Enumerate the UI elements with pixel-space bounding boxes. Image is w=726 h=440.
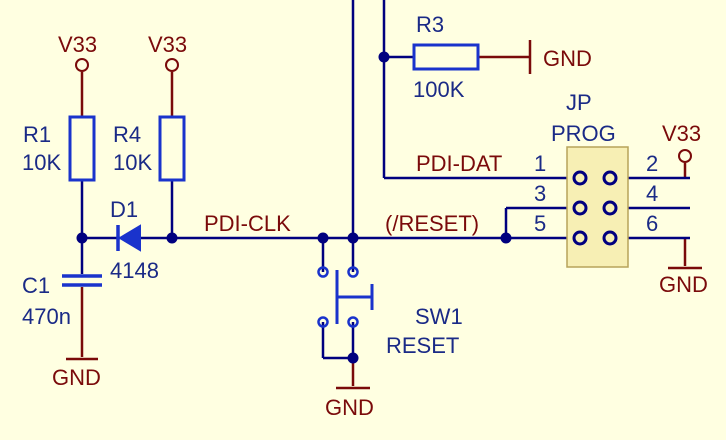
v33-jp-symbol	[678, 149, 692, 163]
gnd-sw1-label: GND	[325, 395, 374, 420]
junction-sw1-right	[347, 232, 359, 244]
jp-pin-3: 3	[534, 181, 546, 206]
junction-reset	[500, 232, 512, 244]
sw1-value: RESET	[386, 333, 459, 358]
r4-designator: R4	[113, 122, 141, 147]
net-pdi-clk-label: PDI-CLK	[204, 211, 291, 236]
c1-capacitor-symbol	[62, 274, 102, 287]
junction-r1-c1	[76, 232, 88, 244]
net-pdi-dat-label: PDI-DAT	[416, 151, 502, 176]
c1-value: 470n	[22, 304, 71, 329]
v33-r4-label: V33	[148, 32, 187, 57]
junctions	[76, 51, 512, 364]
d1-designator: D1	[110, 197, 138, 222]
gnd-jp-label: GND	[659, 272, 708, 297]
c1-designator: C1	[22, 273, 50, 298]
d1-value: 4148	[110, 258, 159, 283]
v33-r1-symbol	[75, 58, 89, 72]
r1-resistor-body	[68, 115, 96, 182]
r3-resistor-body	[412, 43, 480, 71]
d1-diode-symbol	[116, 224, 141, 252]
sw1-designator: SW1	[415, 304, 463, 329]
jp-pin-4: 4	[646, 181, 658, 206]
jp-pin-5: 5	[534, 211, 546, 236]
r1-designator: R1	[23, 122, 51, 147]
r4-value: 10K	[113, 150, 152, 175]
v33-r1-label: V33	[58, 32, 97, 57]
r1-value: 10K	[22, 150, 61, 175]
v33-r4-symbol	[165, 58, 179, 72]
gnd-r3-label: GND	[543, 46, 592, 71]
sw1-switch-symbol	[317, 266, 374, 328]
net-reset-label: (/RESET)	[385, 211, 479, 236]
junction-sw1-gnd	[347, 352, 359, 364]
power-wires	[66, 40, 702, 390]
gnd-c1-label: GND	[52, 365, 101, 390]
jp-pin-rings	[572, 170, 618, 246]
junction-r3-tap	[378, 51, 390, 63]
junction-r4	[166, 232, 178, 244]
r4-resistor-body	[158, 115, 186, 182]
jp-value: PROG	[551, 121, 616, 146]
r3-designator: R3	[416, 12, 444, 37]
jp-designator: JP	[566, 90, 592, 115]
jp-pin-1: 1	[534, 151, 546, 176]
r3-value: 100K	[413, 77, 465, 102]
junction-sw1-left	[317, 232, 329, 244]
jp-pin-2: 2	[646, 151, 658, 176]
jp-pin-6: 6	[646, 211, 658, 236]
v33-jp-label: V33	[662, 121, 701, 146]
